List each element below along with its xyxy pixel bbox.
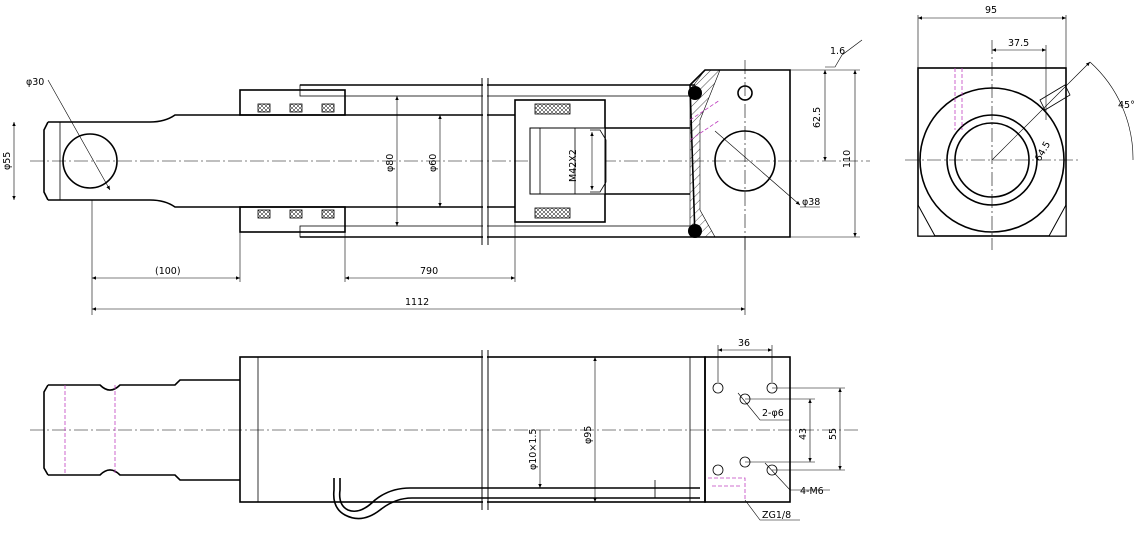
dim-d60: φ60: [428, 154, 439, 172]
dim-w95: 95: [985, 5, 997, 16]
dim-l110: 110: [842, 150, 853, 168]
dim-m6: 4-M6: [800, 486, 824, 497]
dim-l625: 62.5: [812, 107, 823, 128]
side-view: [905, 15, 1134, 250]
dim-d10: φ10×1.5: [528, 429, 539, 470]
dim-l790: 790: [420, 266, 438, 277]
dim-2d6: 2-φ6: [762, 408, 784, 419]
dim-d30: φ30: [26, 77, 44, 88]
roughness-label: 1.6: [830, 46, 845, 57]
dim-h43: 43: [798, 428, 809, 440]
dim-a45: 45°: [1118, 100, 1135, 111]
dim-d38: φ38: [802, 197, 820, 208]
dim-d95: φ95: [583, 426, 594, 444]
top-view: [30, 345, 860, 521]
dim-d80: φ80: [385, 154, 396, 172]
dim-l100: (100): [155, 266, 181, 277]
dim-h55: 55: [828, 428, 839, 440]
front-section-view: [12, 39, 870, 315]
dim-zg: ZG1/8: [762, 510, 791, 521]
dim-l1112: 1112: [405, 297, 429, 308]
dim-w375: 37.5: [1008, 38, 1029, 49]
dim-m42: M42X2: [568, 149, 579, 182]
dim-d55: φ55: [2, 152, 13, 170]
dim-w36: 36: [738, 338, 750, 349]
